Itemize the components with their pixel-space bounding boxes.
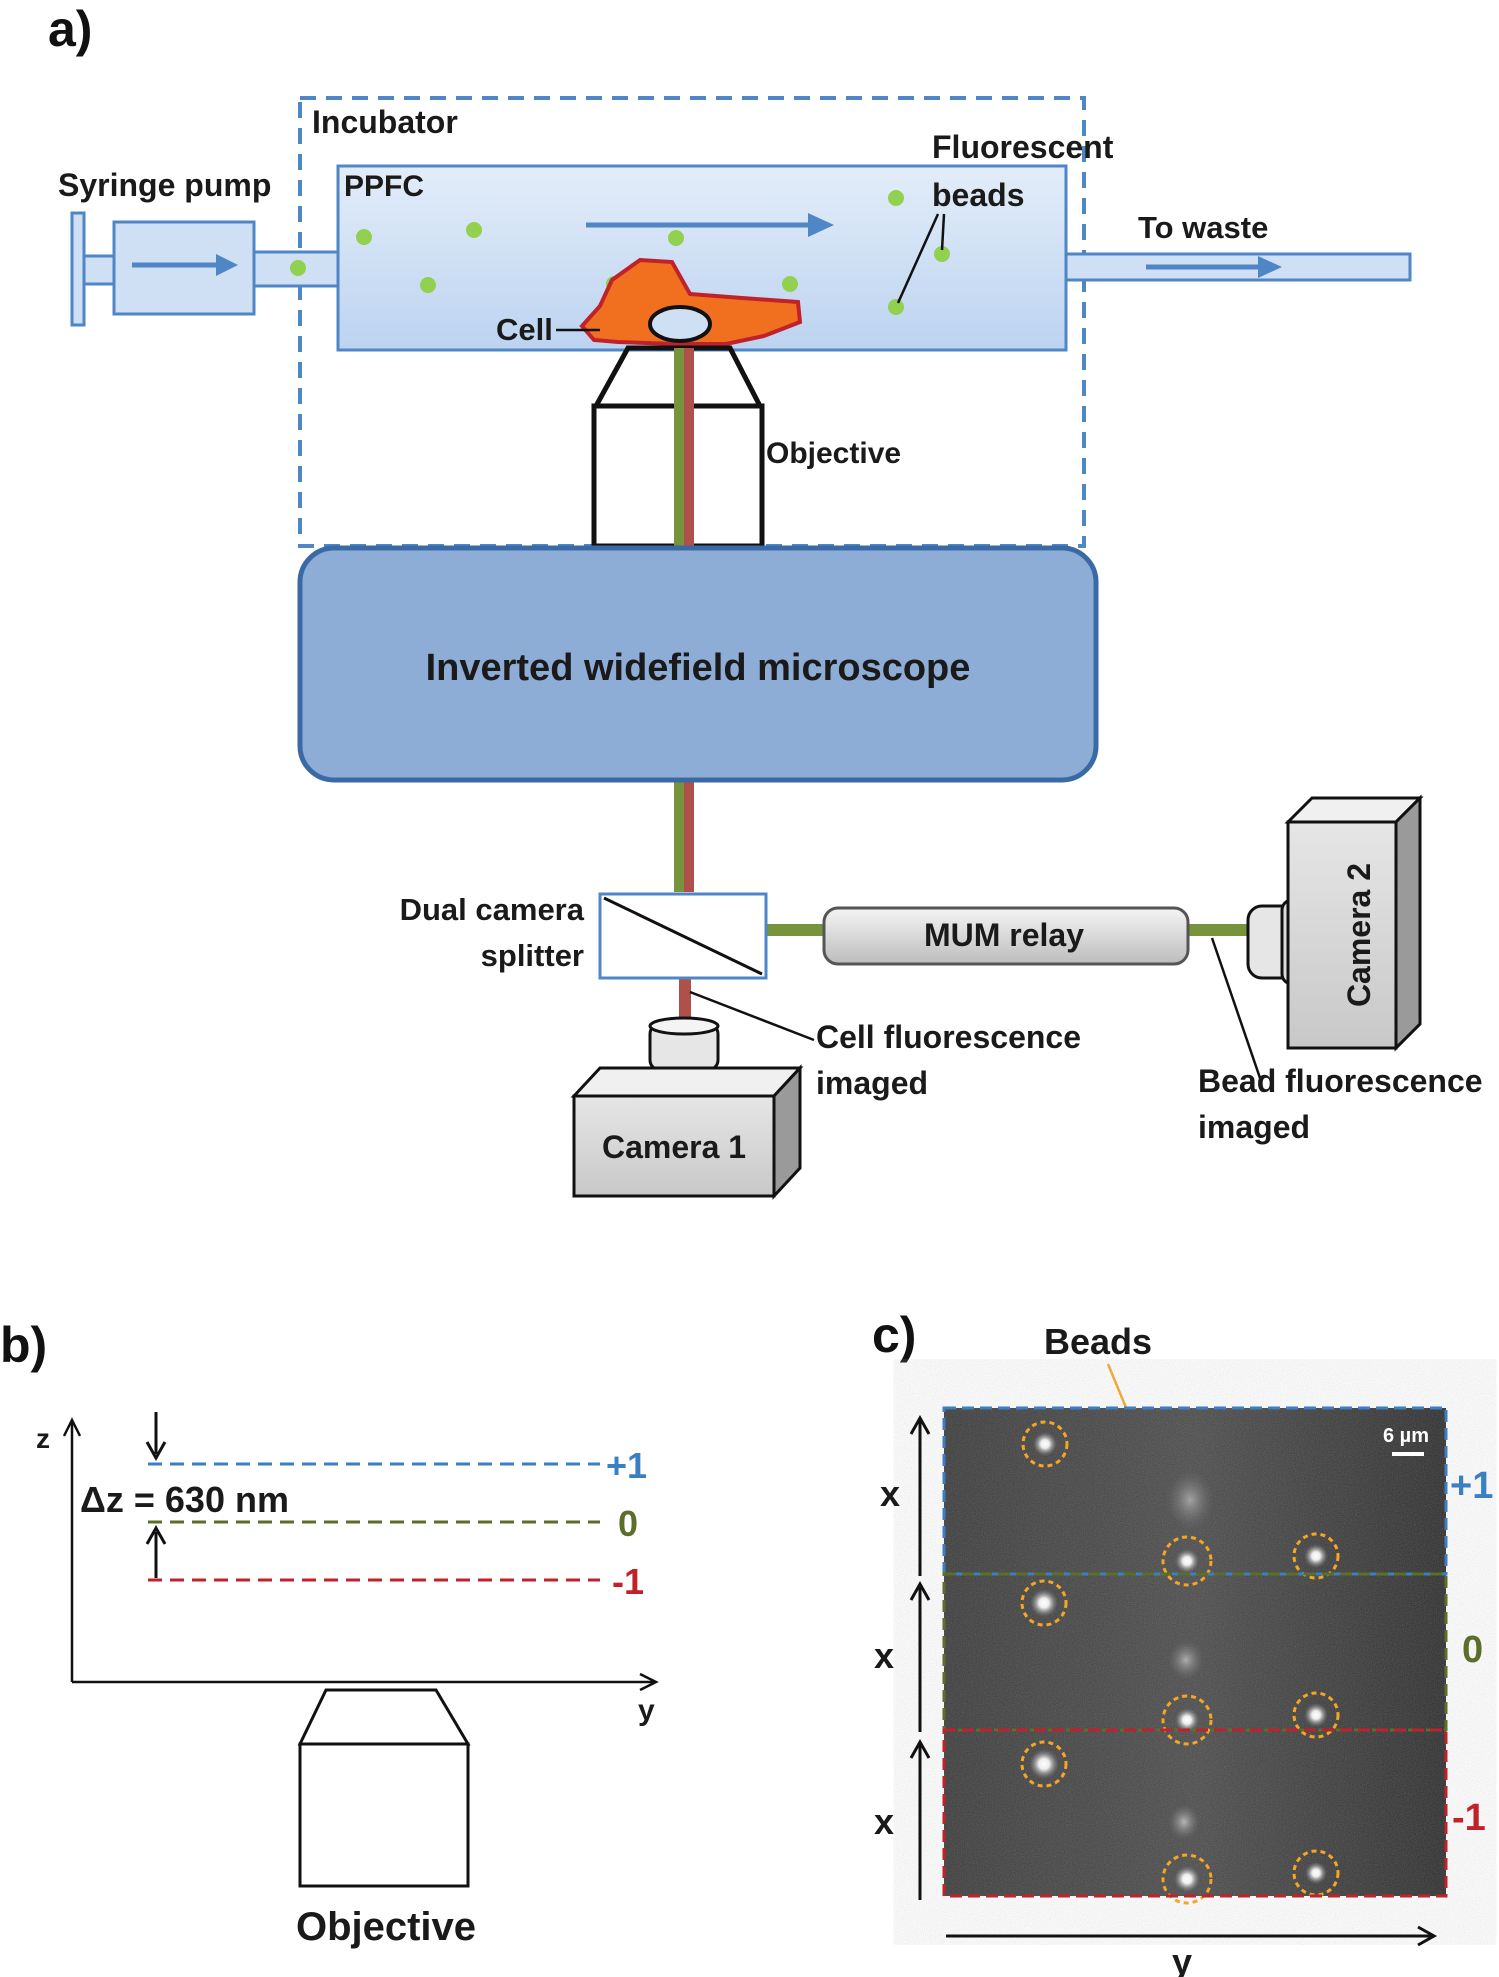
camera-1-label: Camera 1 — [602, 1129, 746, 1165]
panel-c-label: c) — [872, 1307, 916, 1363]
splitter-label-line2: splitter — [481, 938, 584, 973]
waste-outlet — [1064, 252, 1412, 282]
syringe-pump-label: Syringe pump — [58, 167, 271, 203]
cell-shape — [579, 257, 803, 346]
mum-relay-label: MUM relay — [924, 917, 1084, 953]
cell-fluorescence-label-line1: Cell fluorescence — [816, 1019, 1081, 1055]
camera-1 — [570, 1016, 804, 1200]
b-z-label: z — [36, 1423, 50, 1454]
beads-leader-1 — [940, 213, 946, 251]
objective-label-a: Objective — [766, 437, 901, 470]
camera-2-label: Camera 2 — [1341, 863, 1377, 1007]
scale-bar-label: 6 µm — [1383, 1425, 1429, 1447]
syringe-pump — [70, 211, 340, 327]
microscopy-image-stack — [942, 1406, 1448, 1905]
incubator-label: Incubator — [312, 104, 458, 140]
mum-relay — [822, 906, 1190, 966]
c-x-label-2: x — [874, 1635, 894, 1676]
bead-fluorescence-label-line2: imaged — [1198, 1109, 1310, 1145]
cell-fluorescence-label-line2: imaged — [816, 1065, 928, 1101]
panel-a-label: a) — [48, 1, 92, 57]
beads-leader-2 — [896, 213, 940, 304]
b-objective-label: Objective — [296, 1905, 476, 1949]
cell-label: Cell — [496, 312, 553, 347]
red-beam-low — [679, 978, 691, 1024]
dz-arrow-up-head — [145, 1524, 167, 1545]
fluorescent-beads-label-line1: Fluorescent — [932, 129, 1114, 165]
splitter-mirror — [603, 896, 763, 976]
to-waste-label: To waste — [1138, 210, 1268, 245]
b-z-arrowhead — [62, 1417, 82, 1437]
microscope-label: Inverted widefield microscope — [426, 647, 971, 689]
green-beam-mid — [674, 780, 684, 892]
objective-b — [297, 1688, 471, 1888]
c-plane-zero-label: 0 — [1462, 1629, 1483, 1671]
b-y-label: y — [638, 1694, 655, 1727]
panel-b-label: b) — [0, 1317, 47, 1373]
cell-nucleus — [648, 305, 712, 343]
b-plane-plus-label: +1 — [606, 1445, 647, 1486]
delta-z-label: Δz = 630 nm — [80, 1479, 289, 1520]
red-beam-mid — [684, 780, 694, 892]
cell-fluor-leader — [689, 990, 815, 1042]
b-plane-zero-label: 0 — [618, 1503, 638, 1544]
microscope-body — [297, 545, 1099, 783]
green-beam-horizontal-2 — [1186, 924, 1250, 936]
fluorescent-beads-label-line2: beads — [932, 177, 1024, 213]
c-beads-label: Beads — [1044, 1321, 1152, 1362]
c-x-axes — [909, 1414, 1438, 1947]
bead-fluorescence-label-line1: Bead fluorescence — [1198, 1063, 1483, 1099]
c-plane-minus-label: -1 — [1452, 1797, 1486, 1839]
flow-arrow-head — [808, 213, 834, 237]
c-x-label-1: x — [880, 1473, 900, 1514]
ppfc-label: PPFC — [344, 170, 424, 203]
objective-a — [591, 345, 765, 549]
green-beam-horizontal — [766, 924, 824, 936]
bead-fluor-leader — [1210, 937, 1262, 1079]
camera-2: Camera 2 — [1246, 794, 1424, 1052]
splitter-label-line1: Dual camera — [400, 892, 585, 927]
c-x-label-3: x — [874, 1801, 894, 1842]
c-y-label: y — [1172, 1941, 1192, 1977]
c-plane-plus-label: +1 — [1450, 1465, 1493, 1507]
b-y-arrowhead — [639, 1672, 659, 1692]
b-plane-minus-label: -1 — [612, 1561, 644, 1602]
dz-arrow-down-head — [145, 1441, 167, 1462]
